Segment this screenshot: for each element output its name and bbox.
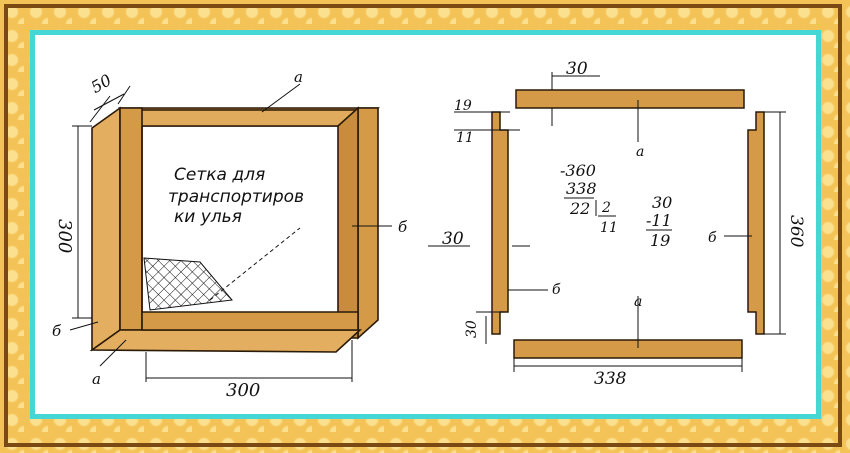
bottom-bar-a xyxy=(89,329,363,353)
dim-19-label: 19 xyxy=(454,98,472,114)
left-post-b xyxy=(491,111,509,335)
dim-338-label: 338 xyxy=(594,369,627,389)
mesh-leader-line xyxy=(209,227,301,301)
label-a-bottom-left: а xyxy=(92,370,101,388)
calculation-notes: -360 338 22 2 11 30 -11 19 xyxy=(560,161,672,250)
label-a-bottom-right: а xyxy=(634,294,642,310)
calc-line-2: 338 xyxy=(566,179,597,198)
calc2-line-1: 30 xyxy=(652,193,672,212)
right-post-b xyxy=(747,111,765,335)
dim-30-top-label: 30 xyxy=(566,59,588,79)
right-dimension-lines xyxy=(428,72,786,372)
calc-line-1: -360 xyxy=(560,161,596,180)
left-post-side xyxy=(119,107,143,331)
dim-300-horizontal-label: 300 xyxy=(226,380,260,401)
label-b-right-left: б xyxy=(398,218,408,236)
frame-3d-view xyxy=(89,106,380,353)
mesh-note-line2: транспортиров xyxy=(168,187,304,207)
label-b-left-right: б xyxy=(552,282,561,298)
left-dimension-lines xyxy=(69,83,392,382)
bottom-slat-a xyxy=(513,339,743,359)
label-b-bottom-left: б xyxy=(52,322,62,340)
transport-mesh xyxy=(143,257,233,311)
dim-360-label: 360 xyxy=(786,215,806,248)
bottom-bar-inner xyxy=(141,311,359,331)
label-a-top-left: а xyxy=(294,68,303,86)
dim-30-left-label: 30 xyxy=(442,229,464,249)
mesh-note-line3: ки улья xyxy=(174,207,242,227)
calc2-line-2: -11 xyxy=(646,211,672,230)
dim-300-vertical-label: 300 xyxy=(54,219,75,253)
calc-divisor: 2 xyxy=(601,200,611,216)
outer-border xyxy=(4,4,842,447)
frame-parts-view xyxy=(491,89,765,359)
dim-30-bottom-left-label: 30 xyxy=(464,320,480,338)
calc-line-3: 22 xyxy=(569,199,590,218)
right-post-inner xyxy=(337,106,359,339)
dim-50-label: 50 xyxy=(88,70,115,97)
top-slat-a xyxy=(515,89,745,109)
left-post-front xyxy=(91,106,121,352)
calc2-line-3: 19 xyxy=(650,231,670,250)
calc-quotient: 11 xyxy=(600,220,618,236)
label-b-right-right: б xyxy=(708,230,717,246)
dim-11-label: 11 xyxy=(456,130,474,146)
label-a-top-right: а xyxy=(636,144,644,160)
right-post-b xyxy=(357,107,379,340)
top-bar-a-front xyxy=(137,109,361,127)
mesh-note-line1: Сетка для xyxy=(174,165,265,185)
